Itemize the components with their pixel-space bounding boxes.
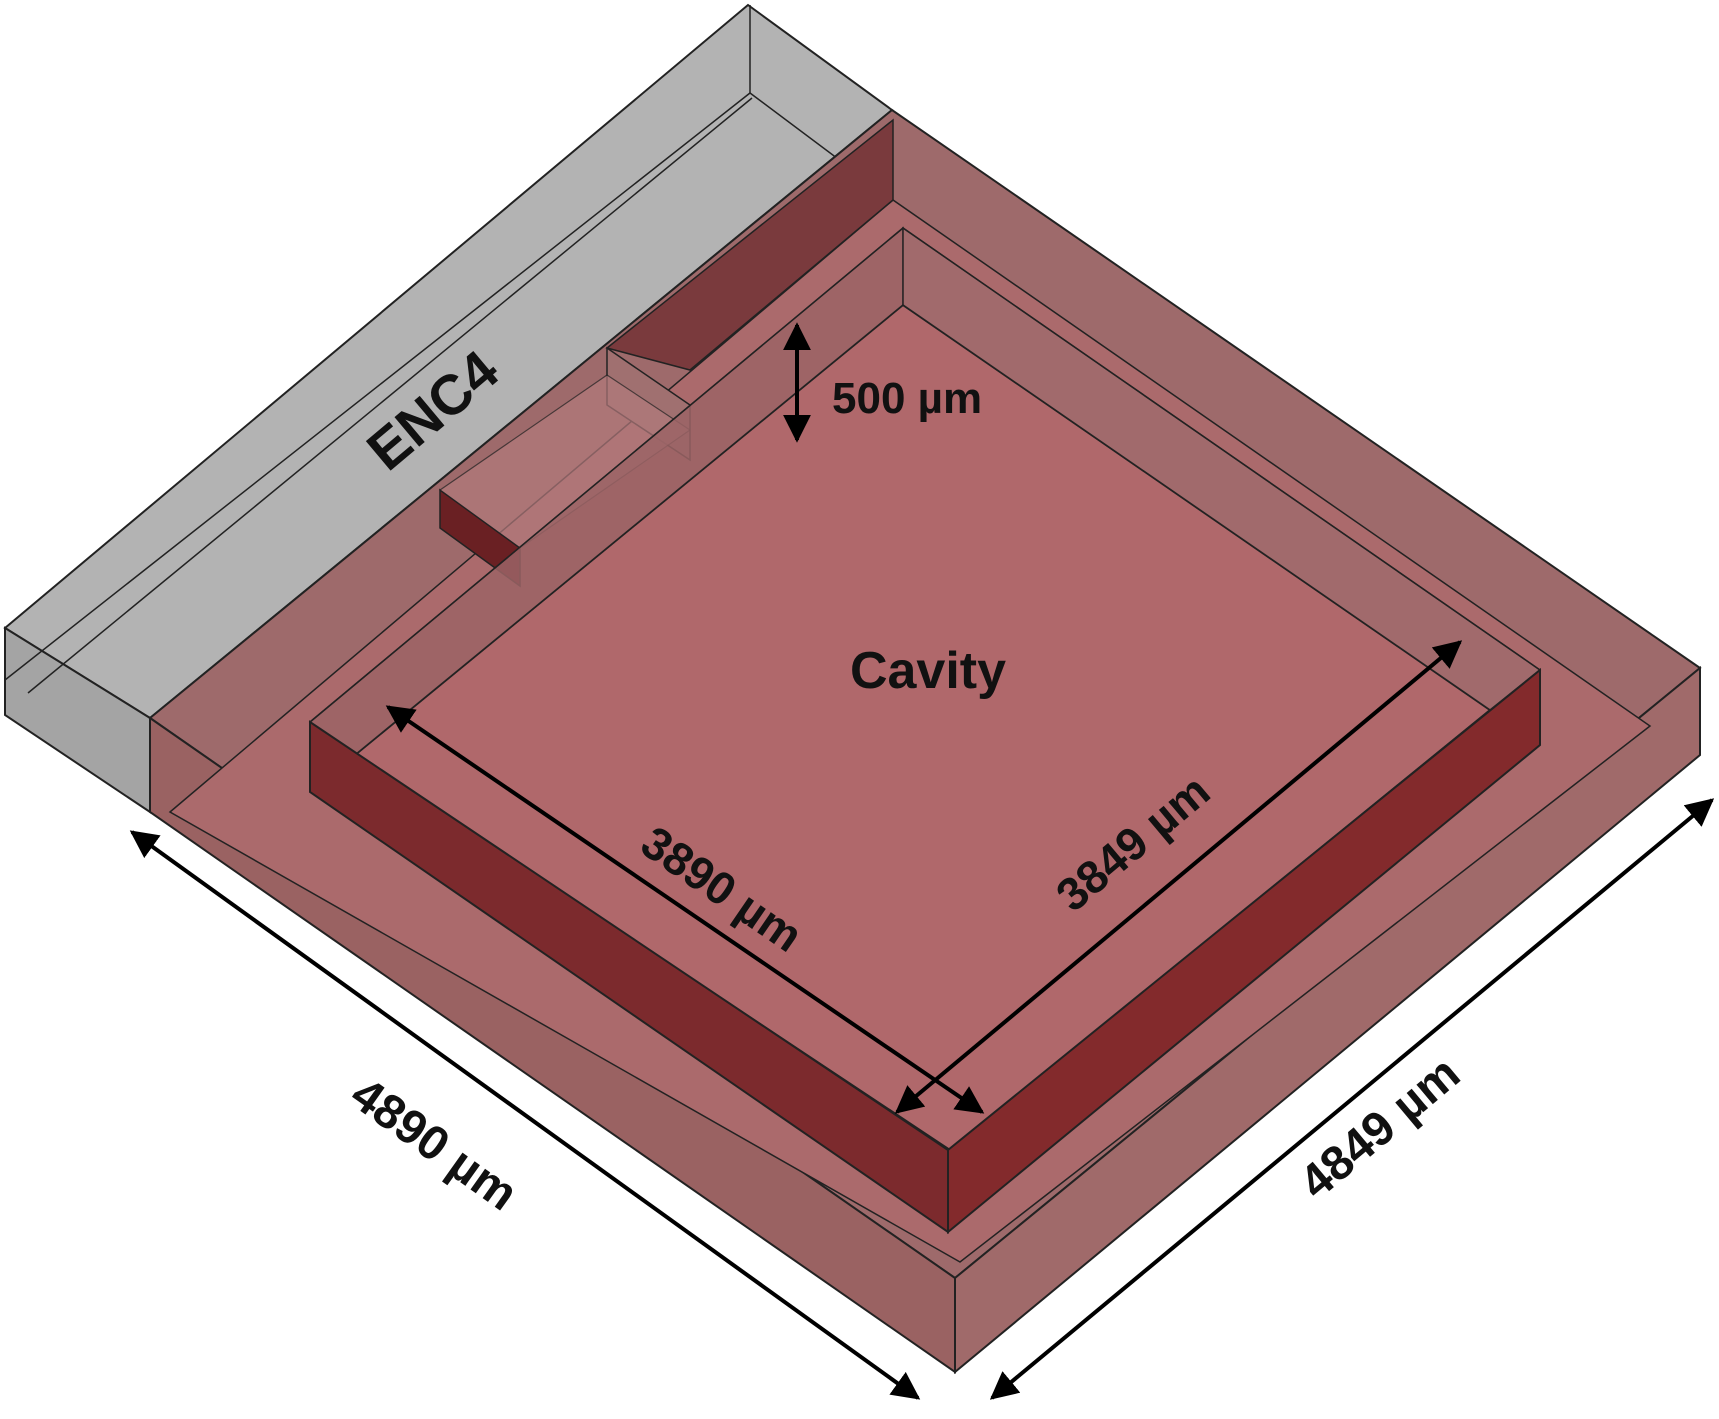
cavity-label: Cavity (850, 642, 1006, 700)
enc4-block (3, 3, 894, 814)
outer-length-arrow (129, 830, 921, 1400)
outer-length-label: 4890 µm (341, 1068, 527, 1222)
outer-width-arrow (989, 798, 1715, 1400)
dimension-arrows (129, 322, 1715, 1400)
depth-label: 500 µm (832, 374, 982, 423)
